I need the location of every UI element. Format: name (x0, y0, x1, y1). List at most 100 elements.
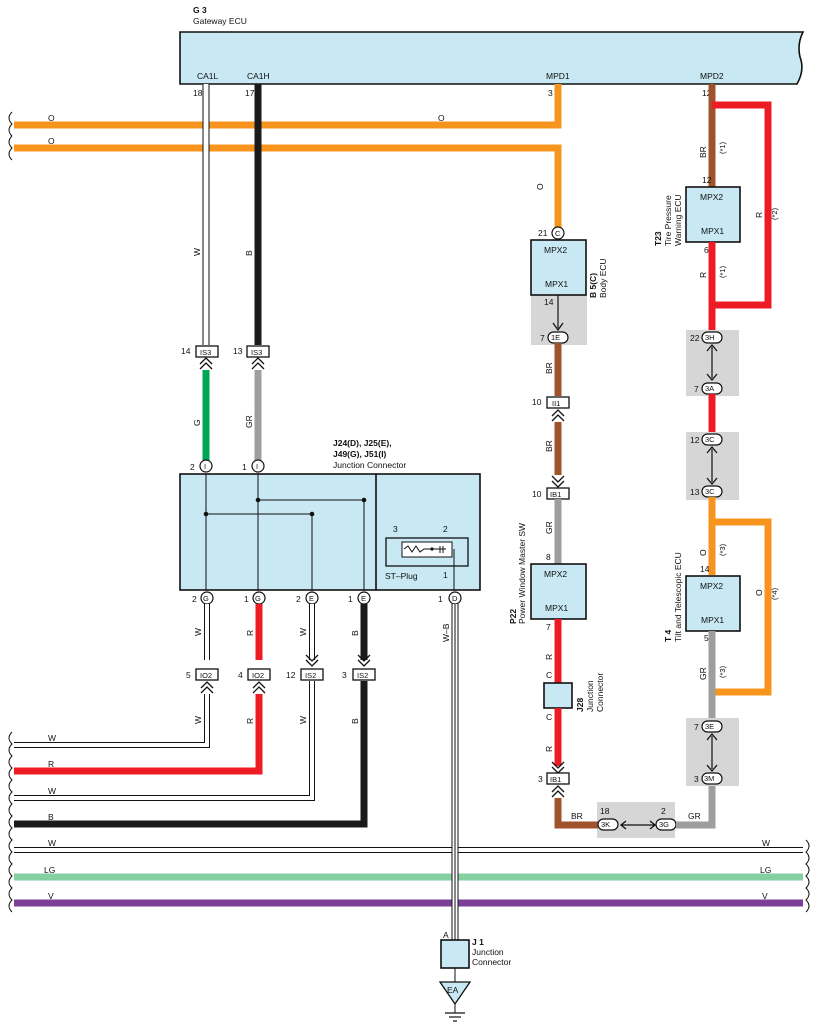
svg-text:7: 7 (546, 622, 551, 632)
svg-text:6: 6 (704, 245, 709, 255)
gateway-pin-mpd2: MPD2 (700, 71, 724, 81)
junction-codes-2: J49(G), J51(I) (333, 449, 387, 459)
pin-letter: A (443, 930, 449, 940)
body-ecu-name: Body ECU (598, 258, 608, 298)
wire-break-mark (8, 111, 13, 161)
svg-text:(*2): (*2) (770, 207, 779, 220)
st-plug-box (385, 537, 469, 567)
connector-is3-14 (195, 345, 219, 358)
wire-label-w: W (192, 248, 202, 256)
wire-label-o: O (48, 113, 55, 123)
svg-text:MPX1: MPX1 (701, 615, 724, 625)
svg-text:(*1): (*1) (718, 141, 727, 154)
svg-text:R: R (544, 746, 554, 752)
svg-text:BR: BR (544, 440, 554, 452)
svg-text:C: C (546, 670, 552, 680)
orange-wire-second (14, 144, 562, 228)
svg-text:MPX2: MPX2 (700, 581, 723, 591)
j1-code: J 1 (472, 937, 484, 947)
pin-num: 2 (190, 462, 195, 472)
svg-text:Connector: Connector (595, 673, 605, 712)
svg-text:10: 10 (532, 397, 542, 407)
connector-label: IS3 (200, 348, 211, 357)
wire-label: V (48, 891, 54, 901)
ground-label: EA (447, 985, 459, 995)
svg-text:Tire Pressure: Tire Pressure (663, 195, 673, 246)
svg-text:BR: BR (544, 362, 554, 374)
pin-num: 1 (244, 594, 249, 604)
svg-text:3K: 3K (601, 820, 610, 829)
j1-connector-box (440, 939, 470, 969)
svg-text:12: 12 (702, 175, 712, 185)
ground-icon (445, 1012, 465, 1022)
svg-text:3H: 3H (705, 333, 715, 342)
pin-num: 1 (348, 594, 353, 604)
connector-ii1 (546, 396, 570, 409)
pin-letter: E (361, 594, 366, 603)
pin-num: 2 (296, 594, 301, 604)
svg-text:MPX1: MPX1 (701, 226, 724, 236)
pin-num: 1 (438, 594, 443, 604)
wire-label-w: W (193, 628, 203, 636)
svg-text:Tilt and Telescopic ECU: Tilt and Telescopic ECU (673, 552, 683, 642)
connector-label: IO2 (252, 671, 264, 680)
wire-label: LG (760, 865, 771, 875)
wire-label-b: B (350, 630, 360, 636)
svg-text:T 4: T 4 (663, 629, 673, 642)
svg-text:1E: 1E (551, 333, 560, 342)
pin-num: 2 (443, 524, 448, 534)
svg-text:14: 14 (544, 297, 554, 307)
svg-text:C: C (555, 229, 561, 238)
svg-text:R: R (544, 654, 554, 660)
svg-text:10: 10 (532, 489, 542, 499)
svg-text:BR: BR (571, 811, 583, 821)
svg-text:MPX1: MPX1 (545, 603, 568, 613)
svg-text:MPX2: MPX2 (544, 569, 567, 579)
svg-text:5: 5 (186, 670, 191, 680)
wire-label: W (762, 838, 770, 848)
pin-circle (251, 459, 265, 473)
pin-num: 1 (242, 462, 247, 472)
mpx1-label: MPX1 (545, 279, 568, 289)
svg-text:3M: 3M (704, 774, 714, 783)
svg-text:R: R (754, 212, 764, 218)
svg-text:12: 12 (286, 670, 296, 680)
pin-num: 1 (443, 570, 448, 580)
wire-label-b: B (244, 250, 254, 256)
pin-letter: E (309, 594, 314, 603)
svg-text:B: B (350, 718, 360, 724)
svg-text:3E: 3E (705, 722, 714, 731)
gateway-pin-mpd1: MPD1 (546, 71, 570, 81)
svg-text:3G: 3G (659, 820, 669, 829)
svg-text:18: 18 (600, 806, 610, 816)
j1-name: Connector (472, 957, 511, 967)
j28-connector-box (543, 682, 573, 709)
j28-code: J28 (575, 698, 585, 712)
svg-text:2: 2 (661, 806, 666, 816)
brown-wire-link (554, 798, 598, 829)
orange-wire-loop (712, 518, 772, 696)
svg-text:Junction: Junction (585, 680, 595, 712)
wire-label: V (762, 891, 768, 901)
connector-label: IS2 (357, 671, 368, 680)
wire-label-g: G (192, 419, 202, 426)
svg-text:O: O (754, 589, 764, 596)
svg-text:3: 3 (342, 670, 347, 680)
wire-label-r: R (245, 630, 255, 636)
svg-text:GR: GR (698, 667, 708, 680)
svg-text:GR: GR (688, 811, 701, 821)
connector-label: IS3 (251, 348, 262, 357)
wire-label-wb: W–B (441, 623, 451, 642)
pin-circle (199, 459, 213, 473)
power-window-master-sw-box (530, 563, 587, 620)
connector-io2-5 (195, 668, 219, 681)
svg-text:22: 22 (690, 333, 700, 343)
wire-label: W (48, 838, 56, 848)
svg-text:MPX2: MPX2 (700, 192, 723, 202)
svg-text:3: 3 (694, 774, 699, 784)
svg-text:5: 5 (704, 633, 709, 643)
svg-text:7: 7 (694, 722, 699, 732)
svg-text:(*3): (*3) (718, 665, 727, 678)
white-wire-out (14, 694, 209, 747)
